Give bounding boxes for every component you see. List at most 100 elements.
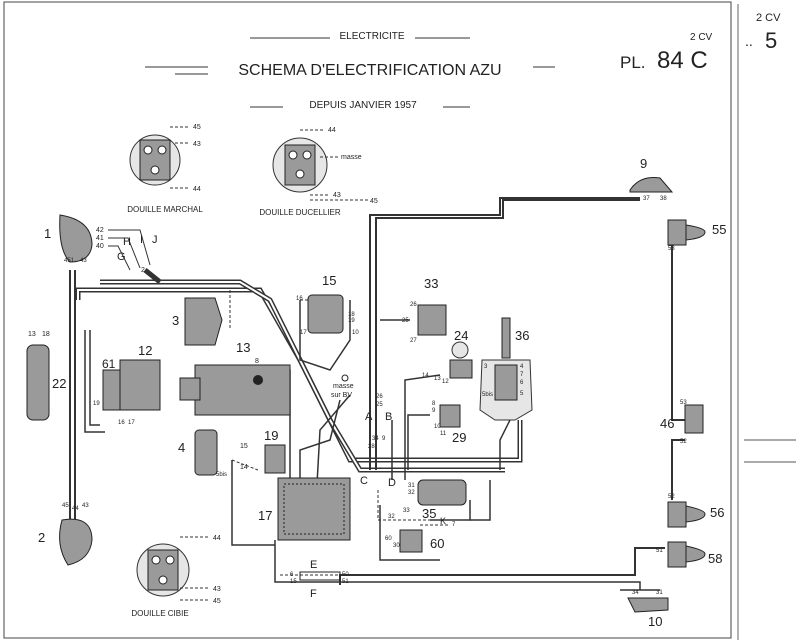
svg-text:52: 52 bbox=[668, 494, 675, 500]
socket-ducellier: 44 masse 43 45 DOUILLE DUCELLIER bbox=[259, 127, 378, 217]
svg-text:26: 26 bbox=[376, 394, 383, 400]
svg-text:7: 7 bbox=[520, 372, 524, 378]
svg-text:43: 43 bbox=[213, 586, 221, 593]
svg-text:44: 44 bbox=[193, 186, 201, 193]
svg-text:12: 12 bbox=[442, 379, 449, 385]
component-19: 19 15 14 bbox=[240, 428, 286, 474]
svg-text:24: 24 bbox=[454, 328, 468, 343]
plate-number: 84 C bbox=[657, 47, 708, 74]
sheet-border bbox=[3, 1, 732, 639]
svg-text:31: 31 bbox=[656, 590, 663, 596]
svg-text:38: 38 bbox=[660, 196, 667, 202]
page-subtitle: DEPUIS JANVIER 1957 bbox=[309, 100, 417, 111]
headlamp-left: 1 42 41 40 451 43 bbox=[44, 214, 151, 271]
component-36: 36 3 4 7 6 5 5bis bbox=[479, 317, 533, 421]
component-46: 46 53 52 bbox=[660, 400, 704, 445]
svg-text:45: 45 bbox=[213, 598, 221, 605]
svg-text:33: 33 bbox=[403, 508, 410, 514]
svg-text:19: 19 bbox=[264, 428, 278, 443]
lamp-58: 58 51 bbox=[656, 541, 722, 568]
svg-text:9: 9 bbox=[382, 436, 386, 442]
svg-text:42: 42 bbox=[96, 227, 104, 234]
connector-F: F bbox=[310, 588, 317, 600]
svg-text:3: 3 bbox=[484, 364, 488, 370]
svg-text:34: 34 bbox=[632, 590, 639, 596]
svg-text:451: 451 bbox=[64, 258, 75, 264]
svg-text:46: 46 bbox=[660, 416, 674, 431]
svg-text:22: 22 bbox=[52, 376, 66, 391]
lamp-55: 55 53 bbox=[667, 219, 726, 252]
component-9: 9 37 38 bbox=[629, 156, 674, 202]
svg-text:43: 43 bbox=[82, 503, 89, 509]
svg-text:56: 56 bbox=[710, 505, 724, 520]
dynamo: 13 8 bbox=[179, 340, 291, 416]
svg-text:33: 33 bbox=[424, 276, 438, 291]
svg-text:60: 60 bbox=[430, 536, 444, 551]
component-60: 60 60 30 bbox=[385, 529, 444, 553]
svg-text:masse: masse bbox=[341, 154, 362, 161]
svg-text:61: 61 bbox=[102, 357, 116, 371]
svg-text:16: 16 bbox=[118, 420, 125, 426]
component-33: 33 26 25 27 bbox=[402, 276, 447, 344]
socket-cibie: 44 43 45 DOUILLE CIBIE bbox=[131, 535, 221, 618]
svg-text:50: 50 bbox=[342, 572, 349, 578]
svg-text:51: 51 bbox=[342, 579, 349, 585]
svg-text:26: 26 bbox=[410, 302, 417, 308]
svg-text:32: 32 bbox=[388, 514, 395, 520]
svg-text:6: 6 bbox=[520, 380, 524, 386]
svg-text:13: 13 bbox=[28, 331, 36, 338]
connector-B: B bbox=[385, 411, 392, 423]
sur-bv-label: sur BV bbox=[331, 392, 352, 399]
svg-text:44: 44 bbox=[213, 535, 221, 542]
battery: 17 bbox=[258, 477, 351, 541]
svg-text:14: 14 bbox=[240, 464, 248, 471]
svg-text:34: 34 bbox=[372, 436, 379, 442]
svg-text:9: 9 bbox=[432, 408, 436, 414]
svg-text:51: 51 bbox=[656, 548, 663, 554]
socket-marchal-label: DOUILLE MARCHAL bbox=[127, 205, 203, 214]
svg-text:55: 55 bbox=[712, 222, 726, 237]
connector-D: D bbox=[388, 477, 396, 489]
regulator: 12 bbox=[119, 343, 161, 411]
svg-text:44: 44 bbox=[72, 506, 79, 512]
svg-text:37: 37 bbox=[643, 196, 650, 202]
side-model: 2 CV bbox=[756, 12, 781, 24]
connector-J: J bbox=[152, 234, 158, 246]
svg-text:43: 43 bbox=[80, 258, 87, 264]
headlamp-right: 2 45 44 43 bbox=[38, 503, 93, 566]
connector-G: G bbox=[117, 251, 126, 263]
masse-label: masse bbox=[333, 383, 354, 390]
svg-text:1: 1 bbox=[44, 226, 51, 241]
component-3: 3 bbox=[172, 297, 223, 346]
svg-text:15: 15 bbox=[240, 443, 248, 450]
svg-text:40: 40 bbox=[96, 243, 104, 250]
svg-text:15: 15 bbox=[322, 273, 336, 288]
svg-text:16: 16 bbox=[296, 296, 303, 302]
component-24: 24 14 13 12 bbox=[422, 328, 473, 385]
svg-text:17: 17 bbox=[128, 420, 135, 426]
svg-text:25: 25 bbox=[376, 402, 383, 408]
section-title: ELECTRICITE bbox=[339, 31, 404, 42]
svg-text:45: 45 bbox=[62, 503, 69, 509]
svg-text:10: 10 bbox=[434, 424, 441, 430]
socket-marchal: 45 43 44 DOUILLE MARCHAL bbox=[127, 124, 203, 214]
svg-text:60: 60 bbox=[385, 536, 392, 542]
svg-text:5: 5 bbox=[520, 391, 524, 397]
svg-text:25: 25 bbox=[402, 318, 409, 324]
svg-text:5bis: 5bis bbox=[482, 392, 493, 398]
component-10: 10 34 31 bbox=[627, 590, 669, 629]
svg-text:53: 53 bbox=[668, 246, 675, 252]
svg-text:12: 12 bbox=[138, 343, 152, 358]
svg-text:52: 52 bbox=[680, 439, 687, 445]
svg-text:28: 28 bbox=[368, 444, 375, 450]
svg-text:8: 8 bbox=[432, 401, 436, 407]
svg-text:17: 17 bbox=[300, 330, 307, 336]
svg-text:30: 30 bbox=[393, 543, 400, 549]
svg-text:7: 7 bbox=[452, 522, 456, 528]
svg-text:4: 4 bbox=[178, 440, 185, 455]
page-title: SCHEMA D'ELECTRIFICATION AZU bbox=[238, 62, 501, 79]
svg-text:10: 10 bbox=[352, 330, 359, 336]
connector-C: C bbox=[360, 475, 368, 487]
svg-text:35: 35 bbox=[422, 506, 436, 521]
